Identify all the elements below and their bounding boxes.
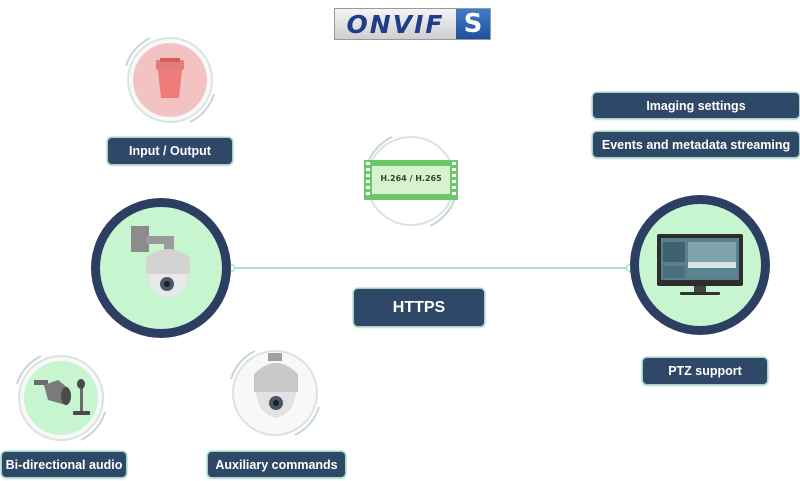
logo-text: ONVIF [335, 9, 456, 39]
ptz-support-label: PTZ support [643, 358, 767, 384]
bidirectional-audio-label: Bi-directional audio [2, 452, 126, 477]
onvif-logo: ONVIF S [334, 8, 491, 40]
input-output-label: Input / Output [108, 138, 232, 164]
codec-label: H.264 / H.265 [380, 174, 442, 183]
https-label: HTTPS [354, 289, 484, 326]
auxiliary-commands-label: Auxiliary commands [208, 452, 345, 477]
imaging-settings-label: Imaging settings [593, 93, 799, 118]
connection-node-left [226, 263, 236, 273]
events-metadata-label: Events and metadata streaming [593, 132, 799, 157]
logo-badge: S [456, 9, 490, 39]
connection-node-right [625, 263, 635, 273]
